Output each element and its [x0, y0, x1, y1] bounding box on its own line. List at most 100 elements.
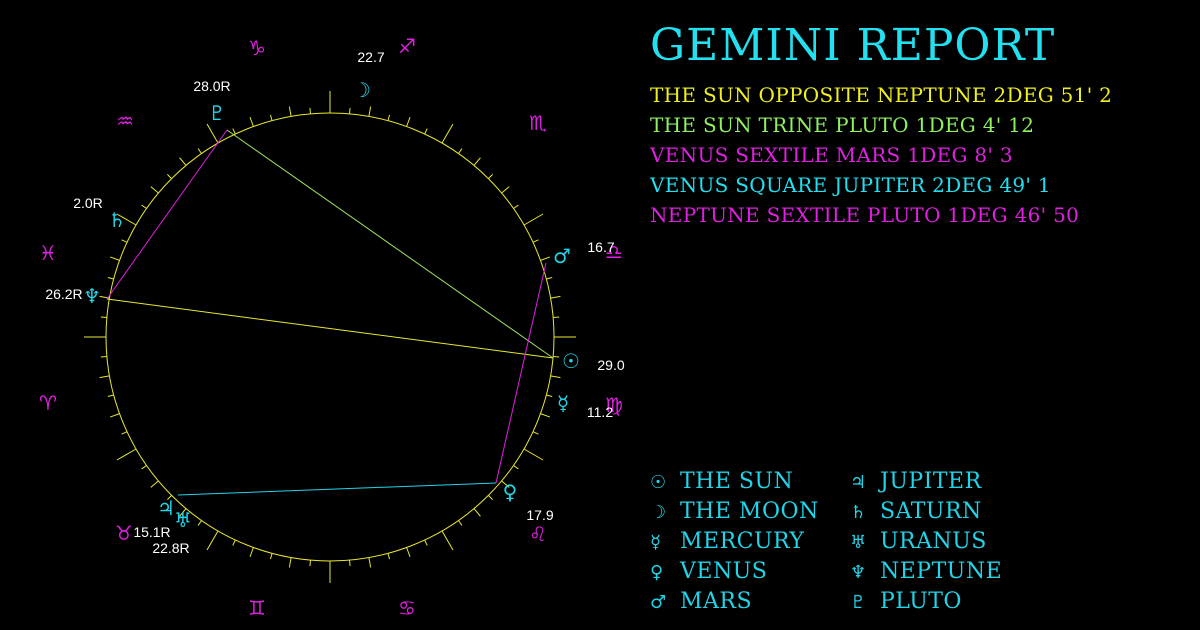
legend-item-pluto: ♇PLUTO: [850, 587, 1002, 617]
wheel-tick: [553, 316, 560, 318]
wheel-tick: [546, 276, 553, 280]
planet-legend-right: ♃ JUPITER ♄SATURN ♅ URANUS ♆NEPTUNE ♇PLUTO: [850, 467, 1002, 617]
aquarius-icon: ♒: [116, 109, 134, 133]
wheel-tick: [368, 106, 372, 117]
aspect-lines: [106, 129, 554, 496]
venus-icon: ♀: [503, 480, 518, 504]
aspect-list: THE SUN OPPOSITE NEPTUNE 2DEG 51' 2 THE …: [650, 80, 1112, 230]
wheel-tick: [546, 394, 553, 398]
mars-icon: ♂: [553, 244, 571, 268]
wheel-tick: [532, 239, 539, 243]
aspect-line-sun-pluto: [226, 129, 554, 359]
wheel-tick: [553, 356, 560, 358]
wheel-tick: [109, 256, 120, 261]
jupiter-icon: ♃: [850, 472, 867, 493]
legend-item-mars: ♂MARS: [650, 587, 819, 617]
aspect-item: VENUS SQUARE JUPITER 2DEG 49' 1: [650, 173, 1051, 197]
wheel-tick: [406, 116, 411, 127]
sagittarius-icon: ♐: [398, 34, 416, 58]
aspect-item: THE SUN TRINE PLUTO 1DEG 4' 12: [650, 113, 1035, 137]
legend-label: JUPITER: [880, 469, 982, 494]
pluto-icon: ♇: [850, 592, 867, 613]
pluto-degree-label: 28.0R: [193, 78, 230, 94]
legend-label: MARS: [680, 589, 753, 614]
aspect-item: THE SUN OPPOSITE NEPTUNE 2DEG 51' 2: [650, 83, 1113, 107]
legend-label: SATURN: [880, 499, 982, 524]
wheel-tick: [116, 448, 137, 461]
legend-item-neptune: ♆NEPTUNE: [850, 557, 1002, 587]
wheel-tick: [349, 107, 351, 114]
wheel-tick: [150, 186, 159, 194]
neptune-icon: ♆: [850, 562, 867, 583]
wheel-tick: [309, 560, 311, 567]
mars-degree-label: 16.7: [587, 239, 614, 255]
wheel-tick: [424, 539, 428, 546]
wheel-tick: [150, 480, 159, 488]
neptune-degree-label: 26.2R: [45, 286, 82, 302]
capricorn-icon: ♑: [248, 36, 266, 60]
virgo-icon: ♍: [605, 393, 623, 417]
wheel-tick: [121, 239, 128, 243]
wheel-tick: [550, 295, 561, 299]
wheel-tick: [141, 204, 147, 209]
pluto-icon: ♇: [208, 101, 226, 125]
wheel-tick: [269, 553, 273, 560]
zodiac-signs: ♑♐♒♏♓♎♈♍♉♌♊♋: [39, 34, 623, 620]
neptune-icon: ♆: [83, 284, 101, 308]
wheel-tick: [179, 157, 187, 166]
wheel-tick: [513, 465, 519, 470]
legend-item-mercury: ☿ MERCURY: [650, 527, 819, 557]
legend-label: THE SUN: [680, 469, 794, 494]
moon-degree-label: 22.7: [357, 49, 384, 65]
venus-icon: ♀: [650, 562, 664, 583]
wheel-tick: [141, 465, 147, 470]
uranus-icon: ♅: [850, 532, 867, 553]
wheel-tick: [100, 316, 107, 318]
wheel-tick: [473, 508, 481, 517]
wheel-circle: [105, 112, 555, 562]
legend-label: URANUS: [880, 529, 987, 554]
aspect-item: NEPTUNE SEXTILE PLUTO 1DEG 46' 50: [650, 203, 1080, 227]
aspect-line-neptune-pluto: [106, 129, 228, 300]
wheel-tick: [501, 186, 510, 194]
sun-icon: ☉: [562, 349, 580, 373]
wheel-tick: [473, 157, 481, 166]
wheel-tick: [349, 560, 351, 567]
wheel-tick: [288, 557, 292, 568]
leo-icon: ♌: [529, 522, 547, 546]
saturn-degree-label: 2.0R: [73, 195, 103, 211]
aspect-line-venus-mars: [495, 262, 547, 484]
wheel-tick: [206, 123, 219, 144]
sun-icon: ☉: [650, 472, 667, 493]
wheel-tick: [232, 539, 236, 546]
pisces-icon: ♓: [39, 241, 57, 265]
jupiter-icon: ♃: [157, 496, 175, 520]
mercury-icon: ☿: [650, 532, 662, 553]
legend-item-jupiter: ♃ JUPITER: [850, 467, 1002, 497]
wheel-tick: [232, 128, 236, 135]
legend-item-venus: ♀VENUS: [650, 557, 819, 587]
legend-item-moon: ☽THE MOON: [650, 497, 819, 527]
wheel-tick: [441, 123, 454, 144]
gemini-icon: ♊: [248, 596, 266, 620]
aspect-line-sun-neptune: [106, 298, 554, 359]
wheel-tick: [116, 213, 137, 226]
moon-icon: ☽: [353, 78, 371, 102]
wheel-tick: [387, 114, 391, 121]
wheel-tick: [100, 356, 107, 358]
legend-label: MERCURY: [680, 529, 805, 554]
wheel-tick: [532, 431, 539, 435]
mercury-degree-label: 11.2: [587, 404, 613, 420]
wheel-tick: [523, 448, 544, 461]
wheel-ticks: [84, 91, 576, 583]
legend-item-saturn: ♄SATURN: [850, 497, 1002, 527]
wheel-tick: [288, 106, 292, 117]
wheel-tick: [501, 480, 510, 488]
wheel-tick: [458, 520, 463, 526]
natal-chart-wheel: ♑♐♒♏♓♎♈♍♉♌♊♋ ☽22.7♇28.0R♄2.0R♆26.2R♂16.7…: [39, 34, 625, 620]
scorpio-icon: ♏: [529, 111, 547, 135]
taurus-icon: ♉: [115, 521, 133, 545]
sun-degree-label: 29.0: [597, 357, 624, 373]
wheel-tick: [206, 530, 219, 551]
jupiter-degree-label: 15.1R: [133, 524, 170, 540]
